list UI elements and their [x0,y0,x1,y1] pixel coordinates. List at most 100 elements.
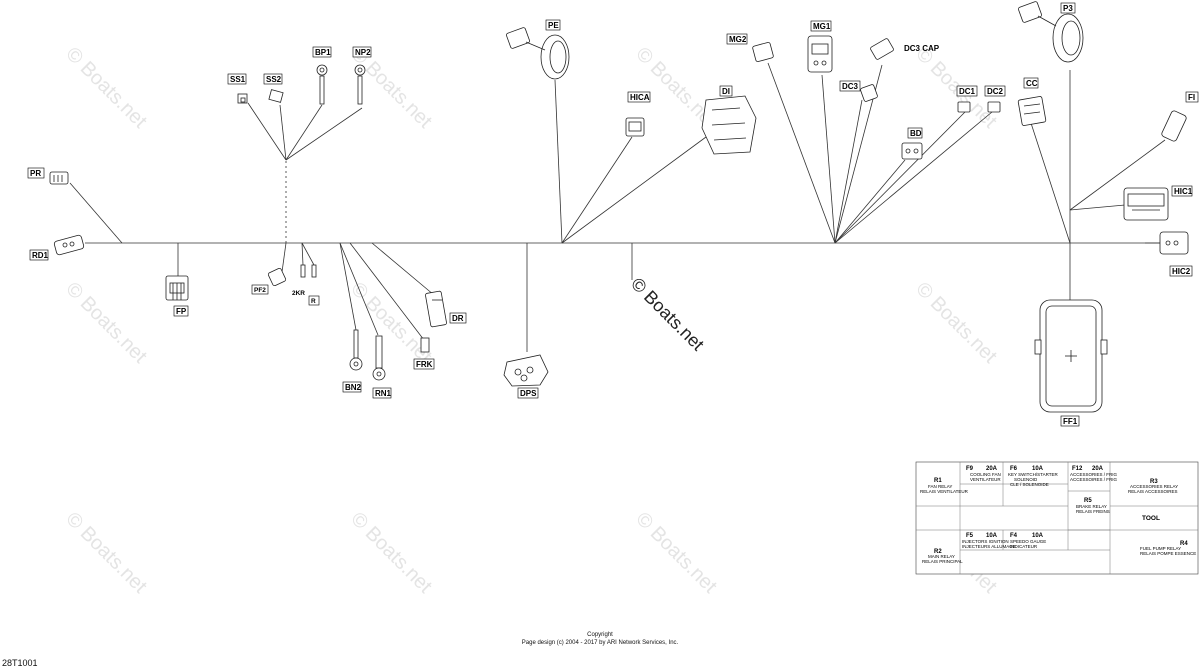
copyright-notice: Page design (c) 2004 - 2017 by ARI Netwo… [521,640,679,646]
svg-text:NP2: NP2 [355,48,371,57]
label-np2: NP2 [352,46,372,58]
svg-text:R2: R2 [934,549,942,555]
svg-text:VENTILATEUR: VENTILATEUR [970,477,1001,482]
label-rd1: RD1 [29,249,49,261]
label-hic1: HIC1 [1171,185,1193,197]
svg-text:DC3 CAP: DC3 CAP [904,44,940,53]
label-ss2: SS2 [263,73,283,85]
diagram-code: 28T1001 [2,658,38,668]
label-pf2: PF2 [251,284,269,295]
svg-text:2KR: 2KR [292,290,305,297]
label-hica: HICA [627,91,651,103]
svg-text:FP: FP [176,307,187,316]
fuse-relay-table: R1 FAN RELAY RELAIS VENTILATEUR F9 20A C… [915,461,1199,575]
connector-dc1-icon [957,101,971,113]
connector-fi-icon [1161,110,1187,142]
svg-text:FUEL PUMP RELAY: FUEL PUMP RELAY [1140,546,1181,551]
svg-text:RD1: RD1 [32,251,49,260]
svg-text:20A: 20A [986,466,998,472]
svg-text:R1: R1 [934,478,942,484]
svg-text:INDICATEUR: INDICATEUR [1010,544,1038,549]
copyright-line: Copyright [587,632,613,638]
label-ff1: FF1 [1060,415,1080,427]
watermark: © Boats.net [631,508,721,598]
svg-text:DR: DR [452,314,464,323]
connector-di-icon [701,95,757,155]
connector-dps-icon [503,354,549,387]
label-dc2: DC2 [984,85,1006,97]
svg-text:INJECTEURS ALLUMAGE: INJECTEURS ALLUMAGE [962,544,1016,549]
connector-cc-icon [1017,96,1047,126]
svg-text:BN2: BN2 [345,383,362,392]
label-dc3cap: DC3 CAP [904,44,940,53]
svg-text:ACCESSORIES RELAY: ACCESSORIES RELAY [1130,484,1178,489]
svg-text:F9: F9 [966,466,974,472]
svg-text:SPEEDO GAUGE: SPEEDO GAUGE [1010,539,1046,544]
svg-text:BD: BD [910,129,922,138]
connector-pe-icon [506,27,570,80]
svg-text:PF2: PF2 [254,287,266,294]
connector-icons [49,1,1189,413]
svg-text:INJECTORS IGNITION: INJECTORS IGNITION [962,539,1009,544]
label-p3: P3 [1060,2,1076,14]
connector-rd1-icon [53,234,85,256]
svg-text:R3: R3 [1150,479,1158,485]
label-hic2: HIC2 [1169,265,1193,277]
connector-dc3cap-icon [870,38,894,60]
svg-text:PE: PE [548,21,559,30]
svg-text:R4: R4 [1180,541,1188,547]
connector-hica-icon [625,117,645,137]
watermark: © Boats.net [911,278,1001,368]
svg-text:F6: F6 [1010,466,1018,472]
label-pe: PE [545,19,561,31]
label-fp: FP [173,305,189,317]
svg-text:ACCESSOIRES / FRIG: ACCESSOIRES / FRIG [1070,477,1118,482]
svg-text:P3: P3 [1063,4,1073,13]
svg-text:MAIN RELAY: MAIN RELAY [928,554,955,559]
svg-text:MG2: MG2 [729,35,747,44]
svg-text:MG1: MG1 [813,22,831,31]
label-r: R [308,295,320,306]
svg-text:COOLING FAN: COOLING FAN [970,472,1001,477]
svg-text:F12: F12 [1072,466,1083,472]
svg-text:KEY SWITCH/STARTER: KEY SWITCH/STARTER [1008,472,1059,477]
svg-text:TOOL: TOOL [1142,515,1160,522]
connector-np2-icon [354,64,366,105]
svg-text:RN1: RN1 [375,389,392,398]
svg-text:SS1: SS1 [230,75,246,84]
svg-text:BRAKE RELAY: BRAKE RELAY [1076,504,1107,509]
connector-rn1-icon [372,335,386,381]
svg-text:DI: DI [722,87,730,96]
label-cc: CC [1023,77,1039,89]
svg-text:DPS: DPS [520,389,537,398]
svg-text:SS2: SS2 [266,75,282,84]
label-mg2: MG2 [726,33,748,45]
svg-text:CLE / SOLENOIDE: CLE / SOLENOIDE [1010,482,1049,487]
svg-text:DC3: DC3 [842,82,859,91]
svg-text:R: R [311,298,316,305]
svg-text:HICA: HICA [630,93,650,102]
svg-text:F4: F4 [1010,533,1018,539]
watermark-center: © Boats.net [627,274,708,355]
connector-mg2-icon [752,41,774,63]
connector-dc2-icon [987,101,1001,113]
connector-mg1-icon [807,35,833,73]
label-bn2: BN2 [342,381,362,393]
svg-text:RELAIS VENTILATEUR: RELAIS VENTILATEUR [920,489,969,494]
svg-text:DC1: DC1 [959,87,976,96]
connector-bn2-icon [349,329,363,371]
connector-labels: PR RD1 FP SS1 SS2 BP1 NP2 PF2 2KR R BN2 … [27,2,1199,427]
connector-dr-icon [425,290,447,328]
label-rn1: RN1 [372,387,392,399]
connector-pr-icon [49,171,69,185]
label-bd: BD [907,127,923,139]
label-mg1: MG1 [810,20,832,32]
svg-text:RELAIS FREINS: RELAIS FREINS [1076,509,1110,514]
connector-hic2-icon [1159,231,1189,255]
svg-text:PR: PR [30,169,41,178]
watermarks: © Boats.net © Boats.net © Boats.net © Bo… [61,43,1001,598]
label-dc1: DC1 [956,85,978,97]
label-bp1: BP1 [312,46,332,58]
svg-text:10A: 10A [986,533,998,539]
label-dc3: DC3 [839,80,861,92]
